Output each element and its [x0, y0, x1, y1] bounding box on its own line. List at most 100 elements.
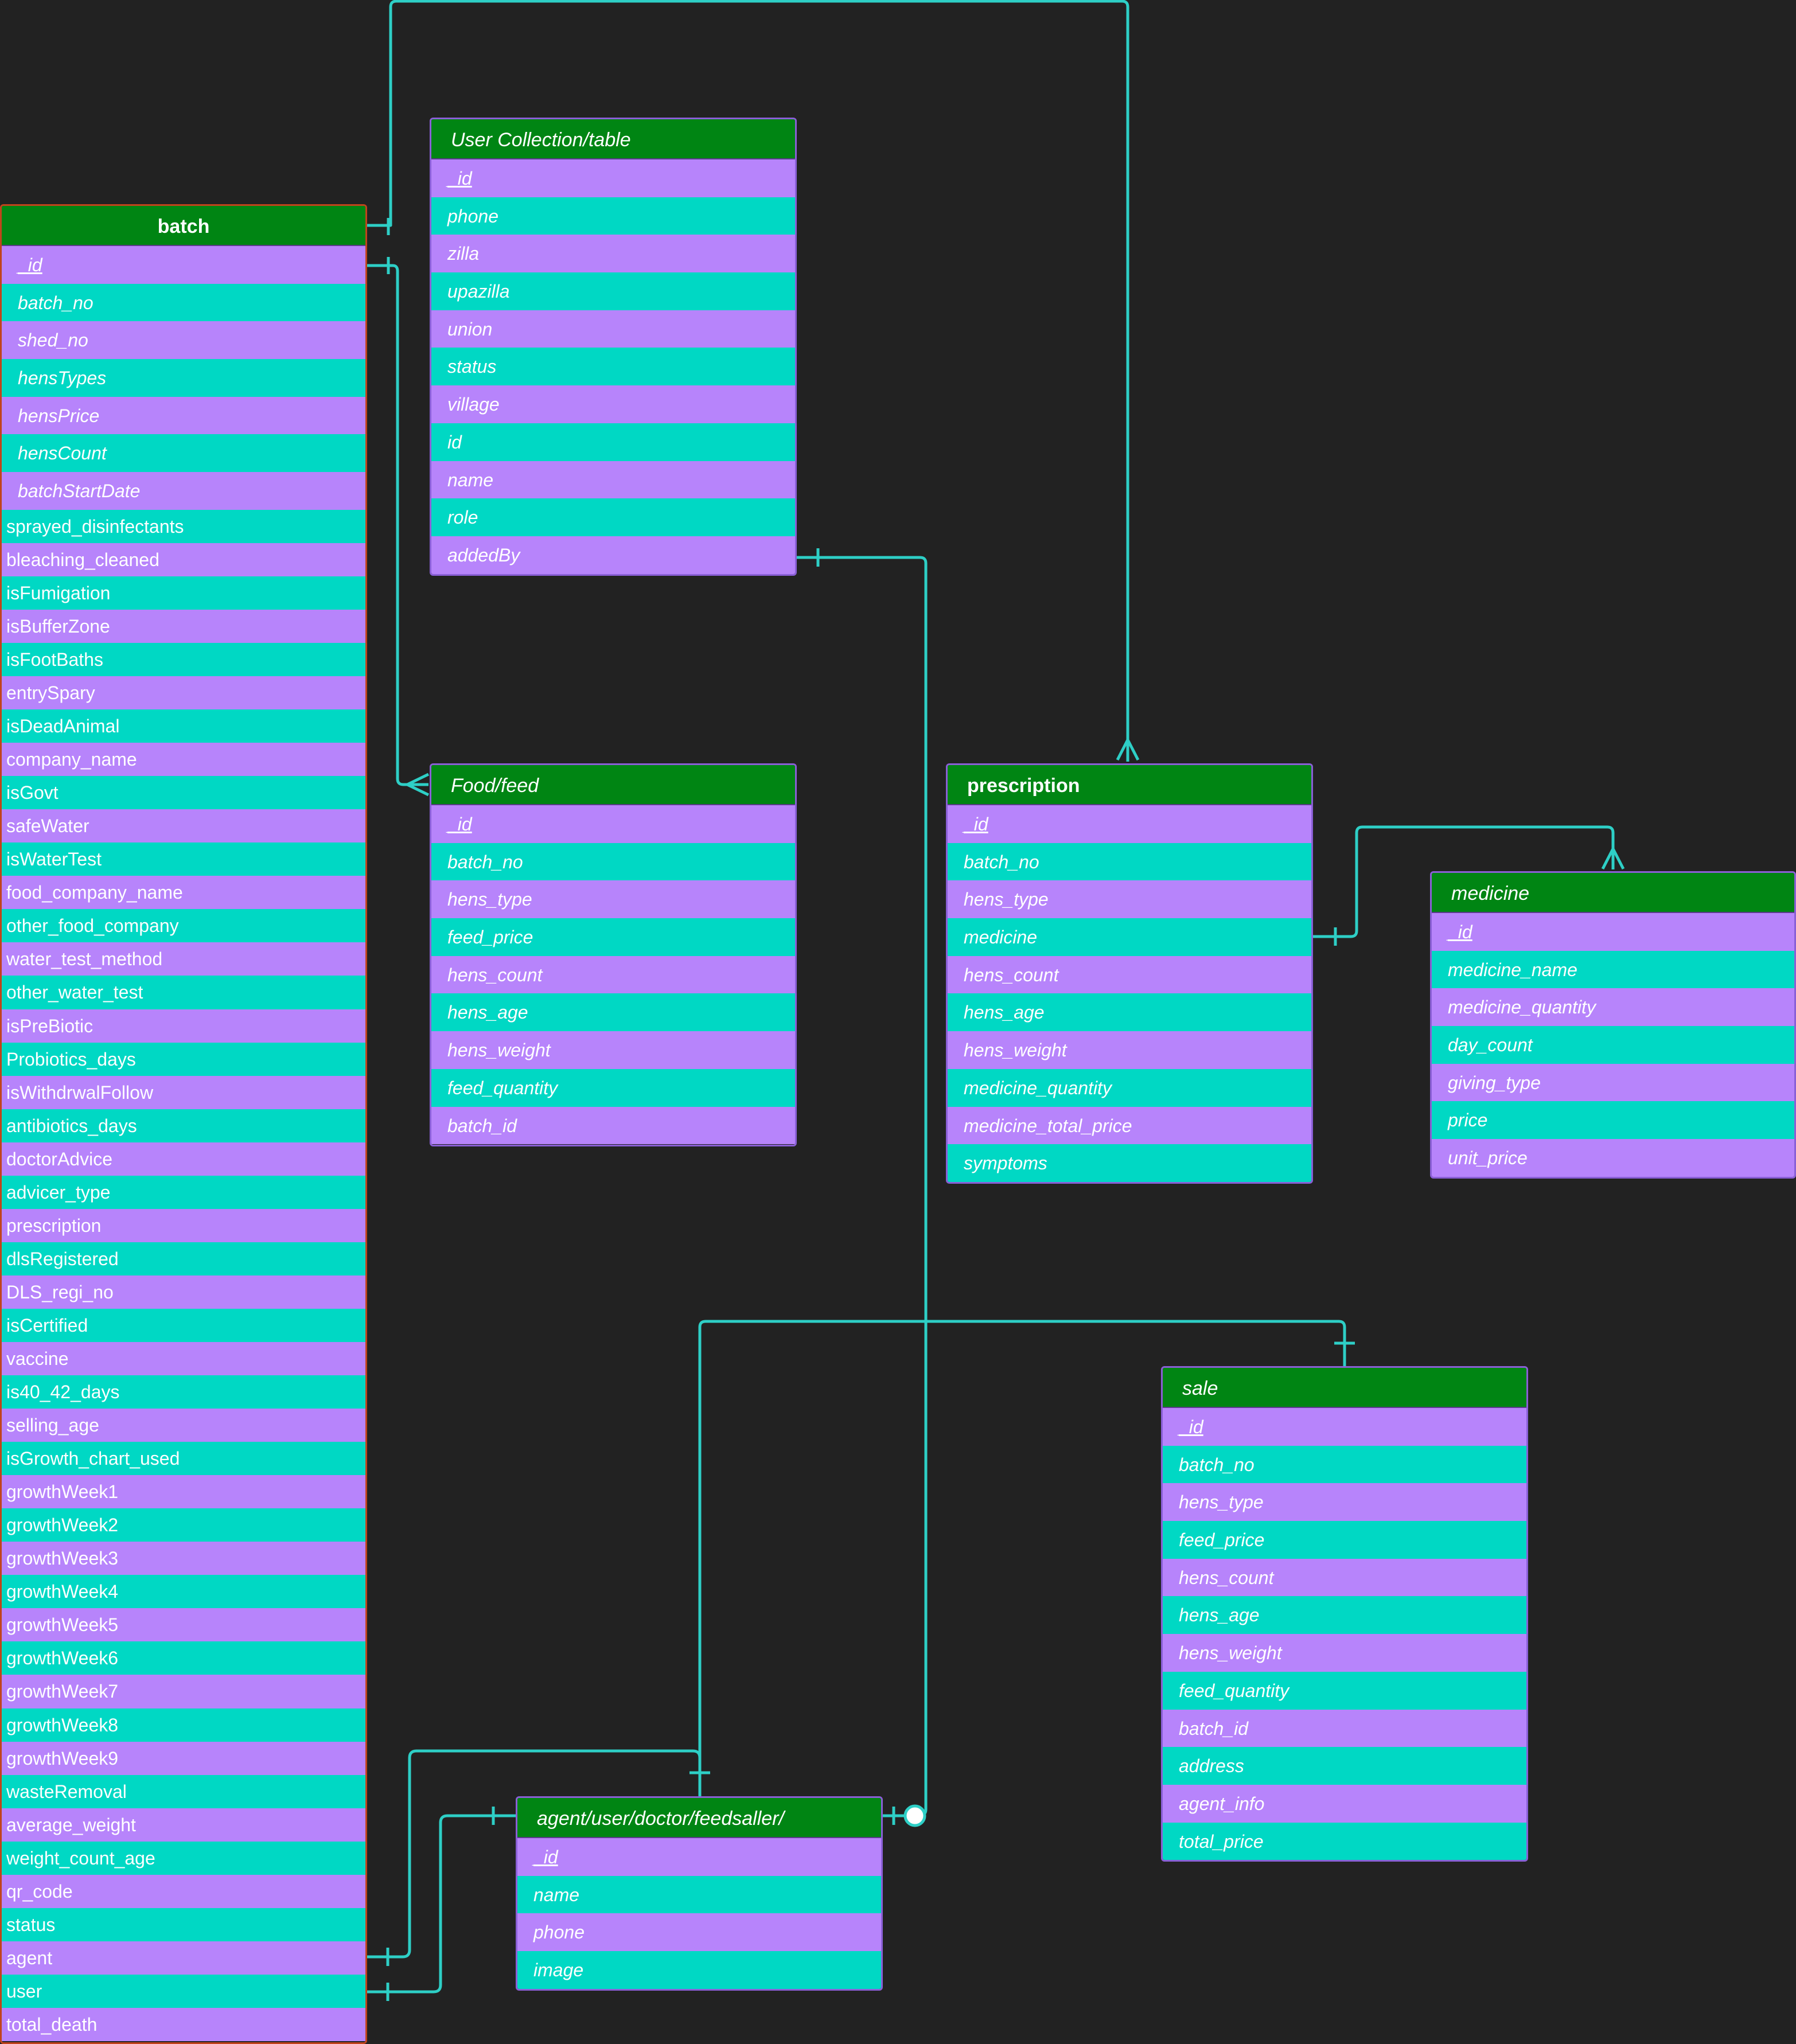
field-row[interactable]: hens_age — [948, 993, 1311, 1032]
field-row[interactable]: prescription — [2, 1208, 365, 1242]
field-row[interactable]: is40_42_days — [2, 1375, 365, 1409]
field-row[interactable]: hens_weight — [948, 1031, 1311, 1069]
field-row[interactable]: isWithdrwalFollow — [2, 1075, 365, 1109]
field-row[interactable]: wasteRemoval — [2, 1774, 365, 1808]
field-row[interactable]: medicine_total_price — [948, 1106, 1311, 1145]
field-row[interactable]: _id — [1163, 1408, 1526, 1446]
field-row[interactable]: name — [431, 461, 795, 499]
field-row[interactable]: doctorAdvice — [2, 1142, 365, 1176]
field-row[interactable]: batch_no — [2, 283, 365, 322]
field-row[interactable]: growthWeek7 — [2, 1675, 365, 1708]
field-row[interactable]: growthWeek4 — [2, 1575, 365, 1609]
field-row[interactable]: entrySpary — [2, 676, 365, 710]
field-row[interactable]: medicine — [948, 918, 1311, 956]
field-row[interactable]: village — [431, 385, 795, 423]
field-row[interactable]: giving_type — [1432, 1063, 1794, 1102]
field-row[interactable]: isGovt — [2, 776, 365, 810]
field-row[interactable]: growthWeek5 — [2, 1608, 365, 1642]
field-row[interactable]: total_death — [2, 2007, 365, 2041]
field-row[interactable]: union — [431, 310, 795, 348]
field-row[interactable]: day_count — [1432, 1026, 1794, 1064]
field-row[interactable]: isPreBiotic — [2, 1009, 365, 1043]
field-row[interactable]: feed_quantity — [431, 1068, 795, 1107]
field-row[interactable]: hens_count — [431, 955, 795, 994]
field-row[interactable]: total_price — [1163, 1822, 1526, 1860]
field-row[interactable]: upazilla — [431, 272, 795, 310]
field-row[interactable]: company_name — [2, 743, 365, 777]
field-row[interactable]: _id — [948, 805, 1311, 843]
field-row[interactable]: hens_type — [431, 880, 795, 919]
field-row[interactable]: price — [1432, 1101, 1794, 1140]
field-row[interactable]: sprayed_disinfectants — [2, 509, 365, 543]
field-row[interactable]: status — [2, 1908, 365, 1941]
field-row[interactable]: agent — [2, 1941, 365, 1975]
field-row[interactable]: hens_count — [948, 955, 1311, 994]
field-row[interactable]: hens_count — [1163, 1558, 1526, 1597]
field-row[interactable]: shed_no — [2, 321, 365, 360]
field-row[interactable]: phone — [517, 1913, 881, 1952]
field-row[interactable]: unit_price — [1432, 1139, 1794, 1177]
field-row[interactable]: antibiotics_days — [2, 1109, 365, 1142]
field-row[interactable]: feed_price — [431, 918, 795, 956]
field-row[interactable]: phone — [431, 197, 795, 235]
field-row[interactable]: isCertified — [2, 1308, 365, 1342]
field-row[interactable]: isFootBaths — [2, 643, 365, 677]
field-row[interactable]: growthWeek8 — [2, 1708, 365, 1742]
field-row[interactable]: hens_age — [1163, 1596, 1526, 1635]
field-row[interactable]: agent_info — [1163, 1784, 1526, 1823]
field-row[interactable]: name — [517, 1875, 881, 1914]
field-row[interactable]: vaccine — [2, 1341, 365, 1376]
field-row[interactable]: dlsRegistered — [2, 1242, 365, 1275]
field-row[interactable]: hens_weight — [1163, 1634, 1526, 1672]
field-row[interactable]: hensTypes — [2, 359, 365, 397]
field-row[interactable]: batch_no — [431, 842, 795, 881]
field-row[interactable]: medicine_name — [1432, 950, 1794, 989]
field-row[interactable]: symptoms — [948, 1144, 1311, 1182]
field-row[interactable]: _id — [431, 805, 795, 843]
field-row[interactable]: weight_count_age — [2, 1841, 365, 1875]
field-row[interactable]: batch_id — [1163, 1709, 1526, 1747]
field-row[interactable]: safeWater — [2, 809, 365, 843]
field-row[interactable]: water_test_method — [2, 942, 365, 976]
field-row[interactable]: feed_price — [1163, 1521, 1526, 1559]
field-row[interactable]: hensCount — [2, 434, 365, 473]
field-row[interactable]: _id — [1432, 913, 1794, 951]
field-row[interactable]: isDeadAnimal — [2, 709, 365, 743]
field-row[interactable]: hens_age — [431, 993, 795, 1032]
field-row[interactable]: isBufferZone — [2, 609, 365, 643]
field-row[interactable]: bleaching_cleaned — [2, 543, 365, 576]
field-row[interactable]: hens_type — [1163, 1483, 1526, 1522]
field-row[interactable]: growthWeek6 — [2, 1641, 365, 1675]
field-row[interactable]: growthWeek3 — [2, 1542, 365, 1575]
field-row[interactable]: hens_weight — [431, 1031, 795, 1069]
field-row[interactable]: other_food_company — [2, 909, 365, 943]
field-row[interactable]: growthWeek1 — [2, 1475, 365, 1509]
field-row[interactable]: id — [431, 423, 795, 461]
field-row[interactable]: advicer_type — [2, 1175, 365, 1209]
field-row[interactable]: feed_quantity — [1163, 1671, 1526, 1710]
field-row[interactable]: address — [1163, 1747, 1526, 1785]
field-row[interactable]: status — [431, 348, 795, 386]
field-row[interactable]: image — [517, 1951, 881, 1989]
field-row[interactable]: growthWeek9 — [2, 1741, 365, 1775]
field-row[interactable]: addedBy — [431, 536, 795, 574]
field-row[interactable]: batch_id — [431, 1106, 795, 1145]
field-row[interactable]: hensPrice — [2, 396, 365, 435]
field-row[interactable]: Probiotics_days — [2, 1042, 365, 1076]
field-row[interactable]: _id — [431, 159, 795, 197]
field-row[interactable]: other_water_test — [2, 976, 365, 1009]
field-row[interactable]: isFumigation — [2, 576, 365, 610]
field-row[interactable]: batch_no — [1163, 1445, 1526, 1484]
field-row[interactable]: isWaterTest — [2, 842, 365, 876]
field-row[interactable]: _id — [2, 246, 365, 284]
field-row[interactable]: qr_code — [2, 1874, 365, 1908]
field-row[interactable]: DLS_regi_no — [2, 1275, 365, 1309]
field-row[interactable]: _id — [517, 1838, 881, 1876]
